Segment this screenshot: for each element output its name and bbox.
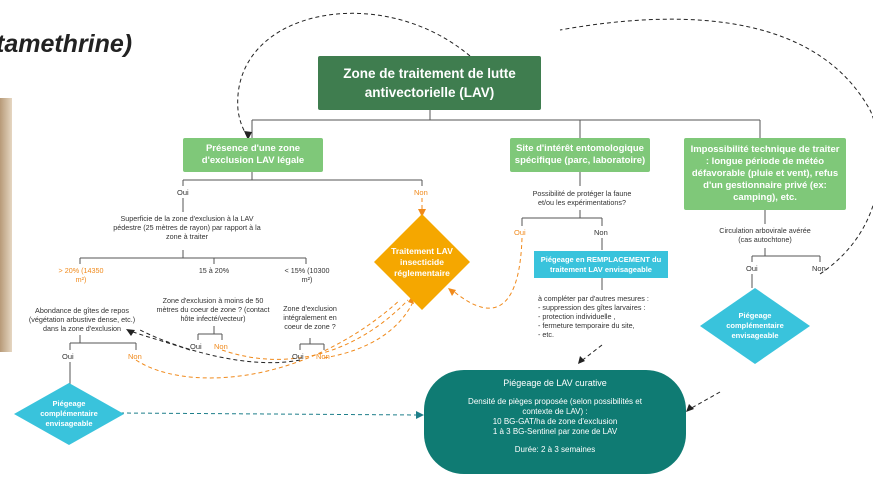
- branch-site-box: Site d'intérêt entomologique spécifique …: [510, 138, 650, 172]
- option-lt15: < 15% (10300 m²): [284, 266, 330, 284]
- branch-exclusion-box: Présence d'une zone d'exclusion LAV léga…: [183, 138, 323, 172]
- gt20-non: Non: [128, 352, 142, 361]
- exclusion-oui: Oui: [177, 188, 189, 197]
- question-gt20: Abondance de gîtes de repos (végétation …: [28, 306, 136, 333]
- curative-duration: Durée: 2 à 3 semaines: [514, 445, 596, 454]
- slide-title-fragment: tamethrine): [0, 30, 133, 58]
- curative-box: Piégeage de LAV curative Densité de pièg…: [424, 370, 686, 474]
- side-photo: [0, 98, 12, 352]
- complement-item-4: - etc.: [538, 330, 554, 339]
- lt15-non: Non: [316, 352, 330, 361]
- left-trap-label: Piégeage complémentaire envisageable: [40, 399, 98, 428]
- branch-site-label: Site d'intérêt entomologique spécifique …: [514, 143, 646, 166]
- impossibility-question: Circulation arbovirale avérée (cas autoc…: [719, 226, 811, 244]
- complement-item-1: - suppression des gîtes larvaires :: [538, 303, 646, 312]
- branch-impossibility-label: Impossibilité technique de traiter : lon…: [690, 144, 840, 203]
- replacement-box: Piégeage en REMPLACEMENT du traitement L…: [534, 251, 668, 278]
- left-trap-diamond: Piégeage complémentaire envisageable: [14, 383, 124, 445]
- decision-diamond-shape: [374, 214, 470, 310]
- exclusion-non: Non: [414, 188, 428, 197]
- replacement-label: Piégeage en REMPLACEMENT du traitement L…: [540, 254, 662, 274]
- decision-label: Traitement LAV insecticide réglementaire: [391, 245, 453, 278]
- impossibility-trap-shape: [700, 288, 810, 364]
- mid-oui: Oui: [190, 342, 202, 351]
- question-15-20: Zone d'exclusion à moins de 50 mètres du…: [156, 296, 270, 323]
- left-trap-shape: [14, 383, 124, 445]
- site-question: Possibilité de protéger la faune et/ou l…: [532, 189, 632, 207]
- root-box: Zone de traitement de lutte antivectorie…: [318, 56, 541, 110]
- complement-intro: à compléter par d'autres mesures :: [538, 294, 649, 303]
- root-label: Zone de traitement de lutte antivectorie…: [343, 66, 516, 100]
- decision-diamond: Traitement LAV insecticide réglementaire: [374, 214, 470, 310]
- question-lt15: Zone d'exclusion intégralement en coeur …: [283, 304, 337, 331]
- impossibility-non: Non: [812, 264, 826, 273]
- impossibility-oui: Oui: [746, 264, 758, 273]
- curative-title: Piégeage de LAV curative: [503, 378, 607, 388]
- site-non: Non: [594, 228, 608, 237]
- branch-impossibility-box: Impossibilité technique de traiter : lon…: [684, 138, 846, 210]
- mid-non: Non: [214, 342, 228, 351]
- site-oui: Oui: [514, 228, 526, 237]
- complement-item-2: - protection individuelle ,: [538, 312, 616, 321]
- gt20-oui: Oui: [62, 352, 74, 361]
- curative-line2: 10 BG-GAT/ha de zone d'exclusion: [492, 417, 618, 426]
- lt15-oui: Oui: [292, 352, 304, 361]
- impossibility-trap-diamond: Piégeage complémentaire envisageable: [700, 288, 810, 364]
- impossibility-trap-label: Piégeage complémentaire envisageable: [726, 311, 784, 340]
- curative-line1: Densité de pièges proposée (selon possib…: [468, 397, 642, 416]
- option-15-20: 15 à 20%: [198, 266, 230, 275]
- complement-block: à compléter par d'autres mesures : - sup…: [538, 294, 688, 339]
- curative-line3: 1 à 3 BG-Sentinel par zone de LAV: [492, 427, 618, 436]
- branch-exclusion-label: Présence d'une zone d'exclusion LAV léga…: [201, 143, 305, 166]
- complement-item-3: - fermeture temporaire du site,: [538, 321, 635, 330]
- option-gt20: > 20% (14350 m²): [58, 266, 104, 284]
- exclusion-question: Superficie de la zone d'exclusion à la L…: [113, 214, 261, 241]
